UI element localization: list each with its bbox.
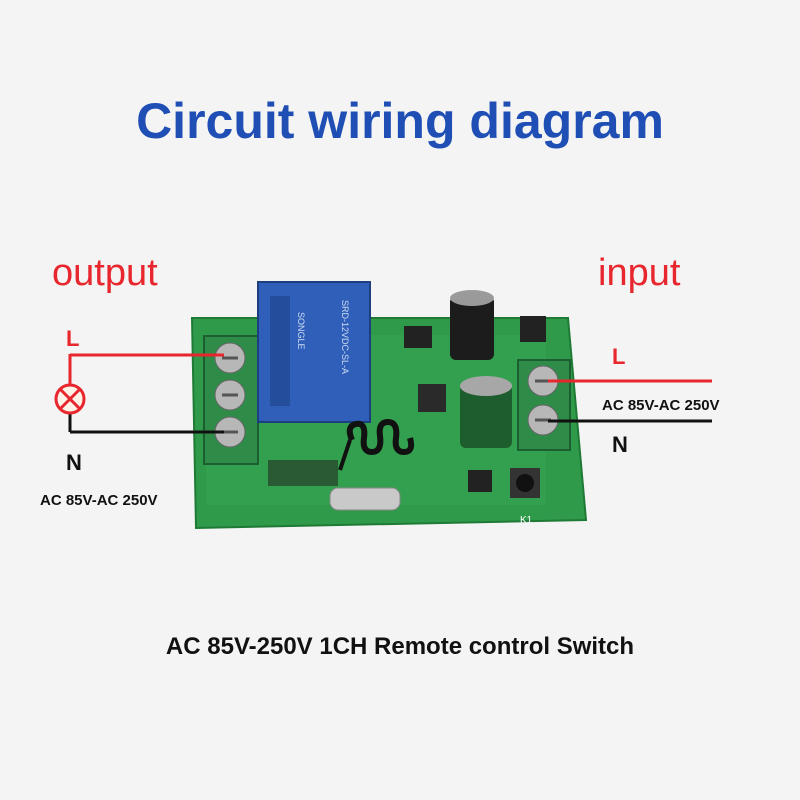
output-heading: output [52, 252, 158, 294]
input-heading: input [598, 252, 681, 294]
lamp-icon [54, 383, 86, 415]
output-neutral-label: N [66, 450, 82, 475]
learn-button: K1 [510, 468, 540, 526]
small-capacitor [460, 376, 512, 448]
input-wiring [548, 379, 712, 423]
relay-brand-text: SONGLE [296, 312, 306, 350]
input-neutral-label: N [612, 432, 628, 457]
output-live-label: L [66, 326, 80, 351]
antenna-coil [268, 418, 415, 486]
output-terminal-block [203, 335, 259, 465]
large-capacitor [450, 290, 494, 360]
button-label: K1 [520, 515, 533, 526]
output-wiring [68, 353, 224, 434]
input-voltage-label: AC 85V-AC 250V [602, 397, 720, 414]
ic-chip [404, 326, 432, 348]
relay: SRD-12VDC-SL-A SONGLE [257, 281, 371, 423]
diagram-title: Circuit wiring diagram [136, 93, 664, 149]
relay-model-text: SRD-12VDC-SL-A [340, 300, 350, 374]
inductor [418, 384, 446, 412]
input-terminal-block [517, 359, 571, 451]
input-live-label: L [612, 344, 626, 369]
output-voltage-label: AC 85V-AC 250V [40, 492, 158, 509]
product-caption: AC 85V-250V 1CH Remote control Switch [165, 633, 635, 660]
ic-chip-small [468, 470, 492, 492]
regulator-chip [520, 316, 546, 342]
crystal-oscillator [329, 487, 401, 511]
